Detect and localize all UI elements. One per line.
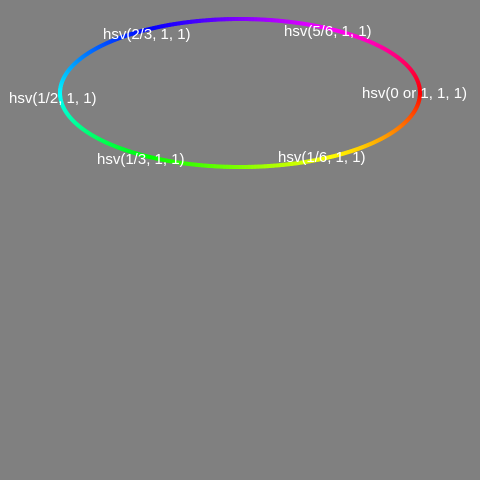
label-hue-5-6: hsv(5/6, 1, 1) <box>284 23 372 40</box>
label-hue-1-2: hsv(1/2, 1, 1) <box>9 90 97 107</box>
label-hue-0: hsv(0 or 1, 1, 1) <box>362 85 467 102</box>
label-hue-1-6: hsv(1/6, 1, 1) <box>278 149 366 166</box>
hue-ring <box>58 17 422 169</box>
label-hue-1-3: hsv(1/3, 1, 1) <box>97 151 185 168</box>
label-hue-2-3: hsv(2/3, 1, 1) <box>103 26 191 43</box>
hue-labels: hsv(0 or 1, 1, 1) hsv(1/6, 1, 1) hsv(1/3… <box>9 23 467 168</box>
